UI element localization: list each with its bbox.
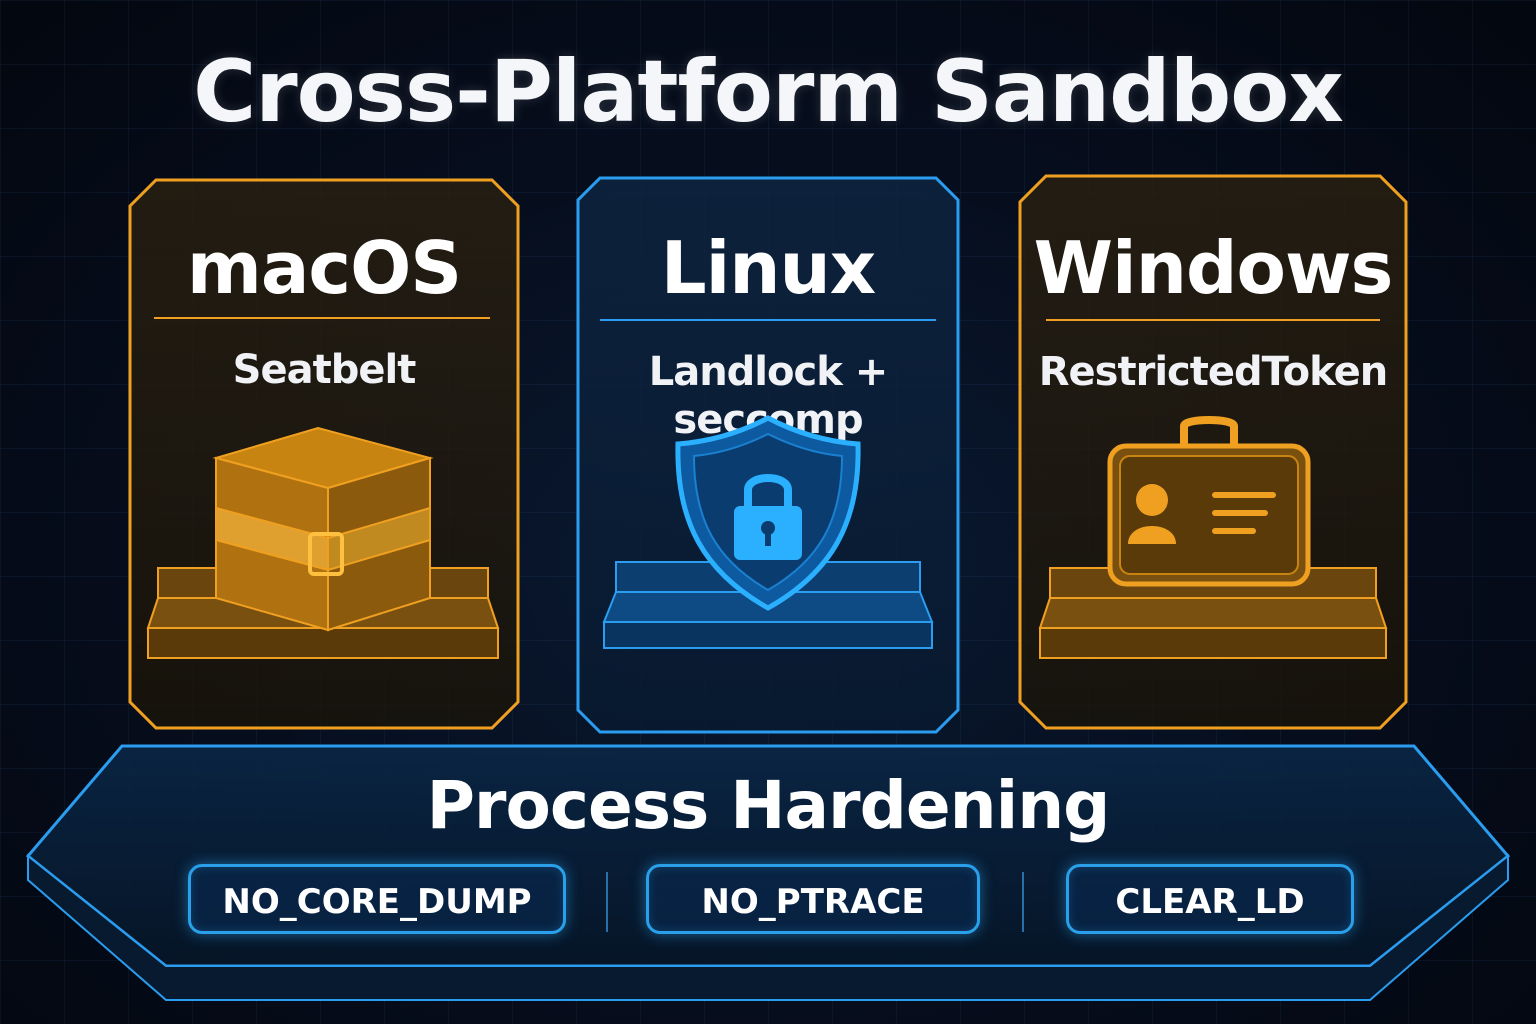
pillar-mechanism: Seatbelt [232, 347, 417, 393]
pillar-name: macOS [186, 226, 462, 310]
id-badge-case-icon [1038, 416, 1388, 659]
pillar-windows: Windows RestrictedToken [1018, 174, 1408, 730]
pillar-mechanism: RestrictedToken [1038, 349, 1388, 395]
pillar-mechanism: Landlock + seccomp [648, 349, 889, 443]
pillar-name: Windows [1033, 226, 1394, 310]
flag-no-core-dump: NO_CORE_DUMP [188, 864, 566, 934]
diagram-title: Cross-Platform Sandbox [193, 42, 1344, 142]
flag-clear-ld: CLEAR_LD [1066, 864, 1354, 934]
belted-box-icon [146, 426, 500, 659]
hardening-title: Process Hardening [426, 767, 1111, 844]
flag-separator [1022, 872, 1024, 932]
pillar-name: Linux [660, 226, 877, 310]
shield-lock-icon [602, 415, 934, 649]
pillar-macos: macOS Seatbelt [128, 178, 520, 730]
flag-separator [606, 872, 608, 932]
pillar-linux: Linux Landlock + seccomp [576, 176, 960, 734]
flag-no-ptrace: NO_PTRACE [646, 864, 980, 934]
